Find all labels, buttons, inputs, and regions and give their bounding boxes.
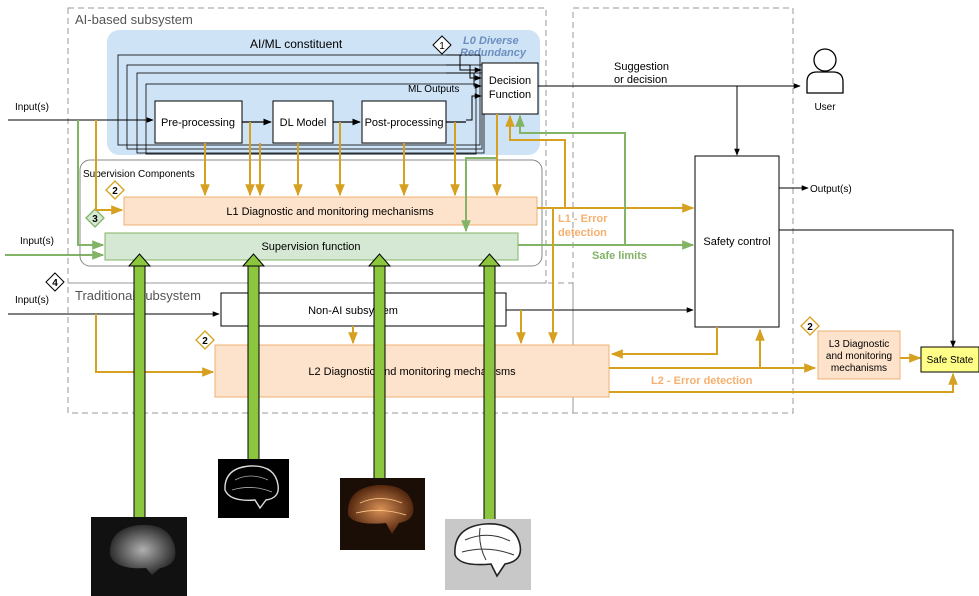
- decision-function-box: [481, 62, 539, 115]
- input-supervision-label: Input(s): [20, 236, 54, 247]
- l3-label-3: mechanisms: [831, 363, 887, 374]
- badge-2-l2: 2: [195, 330, 215, 350]
- suggestion-label-2: or decision: [614, 74, 667, 86]
- l3-label-2: and monitoring: [826, 351, 892, 362]
- l0-label-line1: L0 Diverse: [463, 35, 519, 47]
- l1-diagnostic-label: L1 Diagnostic and monitoring mechanisms: [226, 206, 434, 218]
- badge-2-l3: 2: [800, 316, 820, 336]
- ai-subsystem-frame: [67, 7, 547, 284]
- ml-outputs-label: ML Outputs: [408, 84, 459, 95]
- l1-error-arrows: [505, 114, 695, 213]
- brain-image: [218, 459, 289, 518]
- decision-label-2: Function: [489, 89, 531, 101]
- safety-to-safe-state-arrow: [779, 229, 956, 348]
- l1-error-label-1: L1 - Error: [558, 213, 608, 225]
- l2-diagnostic-label: L2 Diagnostic and monitoring mechanisms: [308, 366, 516, 378]
- suggestion-label-1: Suggestion: [614, 61, 669, 73]
- decision-label-1: Decision: [489, 75, 531, 87]
- supervision-components-box: [79, 159, 543, 267]
- svg-text:4: 4: [52, 278, 58, 289]
- l2-input-arrows: [95, 208, 958, 393]
- supervision-function-label: Supervision function: [261, 241, 360, 253]
- postprocessing-label: Post-processing: [365, 117, 444, 129]
- dl-model-label: DL Model: [280, 117, 327, 129]
- safe-limits-label: Safe limits: [592, 250, 647, 262]
- l1-error-label-2: detection: [558, 227, 607, 239]
- non-ai-subsystem-box: [220, 292, 507, 327]
- right-dashed-frame: [572, 7, 794, 414]
- input-main-label: Input(s): [15, 102, 49, 113]
- l1-tap-arrows: [95, 114, 502, 215]
- ai-subsystem-label: AI-based subsystem: [75, 12, 193, 27]
- user-icon: [806, 48, 844, 94]
- dl-model-box: [272, 100, 334, 144]
- supervision-components-label: Supervision Components: [83, 169, 195, 180]
- safe-limits-arrows: [515, 114, 695, 250]
- user-label: User: [814, 102, 836, 113]
- l2-error-label: L2 - Error detection: [651, 375, 753, 387]
- badge-4: 4: [45, 272, 65, 292]
- svg-text:2: 2: [112, 186, 118, 197]
- supervision-function-box: [104, 232, 519, 261]
- safe-state-box: [920, 346, 979, 373]
- badge-2-l1: 2: [105, 180, 125, 200]
- preprocessing-label: Pre-processing: [161, 117, 235, 129]
- aiml-constituent-label: AI/ML constituent: [250, 37, 343, 51]
- channel-to-decision-arrows: [446, 54, 482, 121]
- l3-label-1: L3 Diagnostic: [829, 339, 890, 350]
- svg-text:3: 3: [92, 214, 98, 225]
- brain-image: [340, 478, 425, 550]
- safety-control-box: [694, 155, 780, 328]
- l3-diagnostic-box: [817, 330, 901, 380]
- svg-text:2: 2: [807, 322, 813, 333]
- safety-control-label: Safety control: [703, 236, 770, 248]
- badge-1: 1: [432, 35, 452, 55]
- brain-image: [91, 517, 187, 596]
- svg-text:2: 2: [202, 336, 208, 347]
- l0-label-line2: Redundancy: [460, 47, 527, 59]
- svg-text:1: 1: [439, 41, 445, 52]
- safe-state-label: Safe State: [927, 355, 974, 366]
- outputs-label: Output(s): [810, 184, 852, 195]
- brain-image: [445, 519, 531, 590]
- l2-diagnostic-box: [214, 344, 610, 398]
- badge-3: 3: [85, 208, 105, 228]
- input-traditional-label: Input(s): [15, 295, 49, 306]
